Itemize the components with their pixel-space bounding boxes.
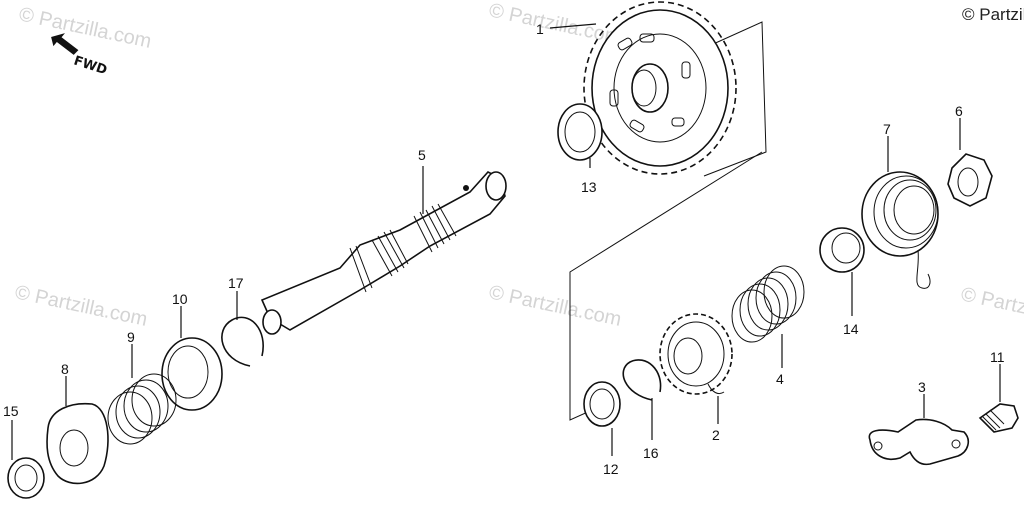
callout-12: 12 — [603, 461, 619, 477]
callout-15: 15 — [3, 403, 19, 419]
bolt-part-11 — [978, 403, 1019, 433]
callout-11: 11 — [990, 349, 1005, 365]
washer-part-14 — [819, 227, 865, 273]
ratchet-gear-part-2 — [659, 313, 733, 395]
callout-2: 2 — [712, 427, 720, 443]
leader-lines — [11, 23, 1001, 460]
watermark: © Partzilla.com — [959, 283, 1024, 333]
washer-part-10 — [161, 337, 223, 411]
circlip-part-16 — [622, 359, 662, 401]
watermark-layer: © Partzilla.com © Partzilla.com © Partzi… — [13, 0, 1024, 333]
collar-part-6 — [947, 153, 993, 207]
ratchet-part-8 — [46, 402, 109, 485]
callout-3: 3 — [918, 379, 926, 395]
circlip-part-17 — [221, 316, 264, 367]
washer-part-12 — [583, 381, 621, 427]
shaft-part-5 — [260, 171, 507, 335]
callout-5: 5 — [418, 147, 426, 163]
watermark: © Partzilla.com — [13, 281, 149, 331]
fwd-label: FWD — [72, 54, 109, 79]
washer-part-15 — [7, 457, 45, 499]
callout-1: 1 — [536, 21, 544, 37]
gear-part-1 — [583, 1, 737, 175]
callout-7: 7 — [883, 121, 891, 137]
callout-16: 16 — [643, 445, 659, 461]
bracket-part-3 — [868, 418, 970, 466]
callout-13: 13 — [581, 179, 597, 195]
callout-4: 4 — [776, 371, 784, 387]
callout-10: 10 — [172, 291, 188, 307]
spring-part-9 — [107, 373, 177, 445]
callout-labels: 1 2 3 4 5 6 7 8 9 10 11 12 13 14 15 16 1… — [3, 21, 1005, 477]
watermark: © Partzilla.com — [487, 281, 623, 331]
callout-17: 17 — [228, 275, 244, 291]
spring-part-4 — [731, 265, 805, 343]
copyright-text: © Partzilla.com — [962, 5, 1024, 24]
watermark: © Partzilla.com — [17, 3, 153, 53]
washer-part-13 — [557, 103, 603, 161]
callout-6: 6 — [955, 103, 963, 119]
callout-9: 9 — [127, 329, 135, 345]
callout-8: 8 — [61, 361, 69, 377]
watermark: © Partzilla.com — [487, 0, 623, 49]
spring-part-7 — [861, 171, 939, 289]
callout-14: 14 — [843, 321, 859, 337]
